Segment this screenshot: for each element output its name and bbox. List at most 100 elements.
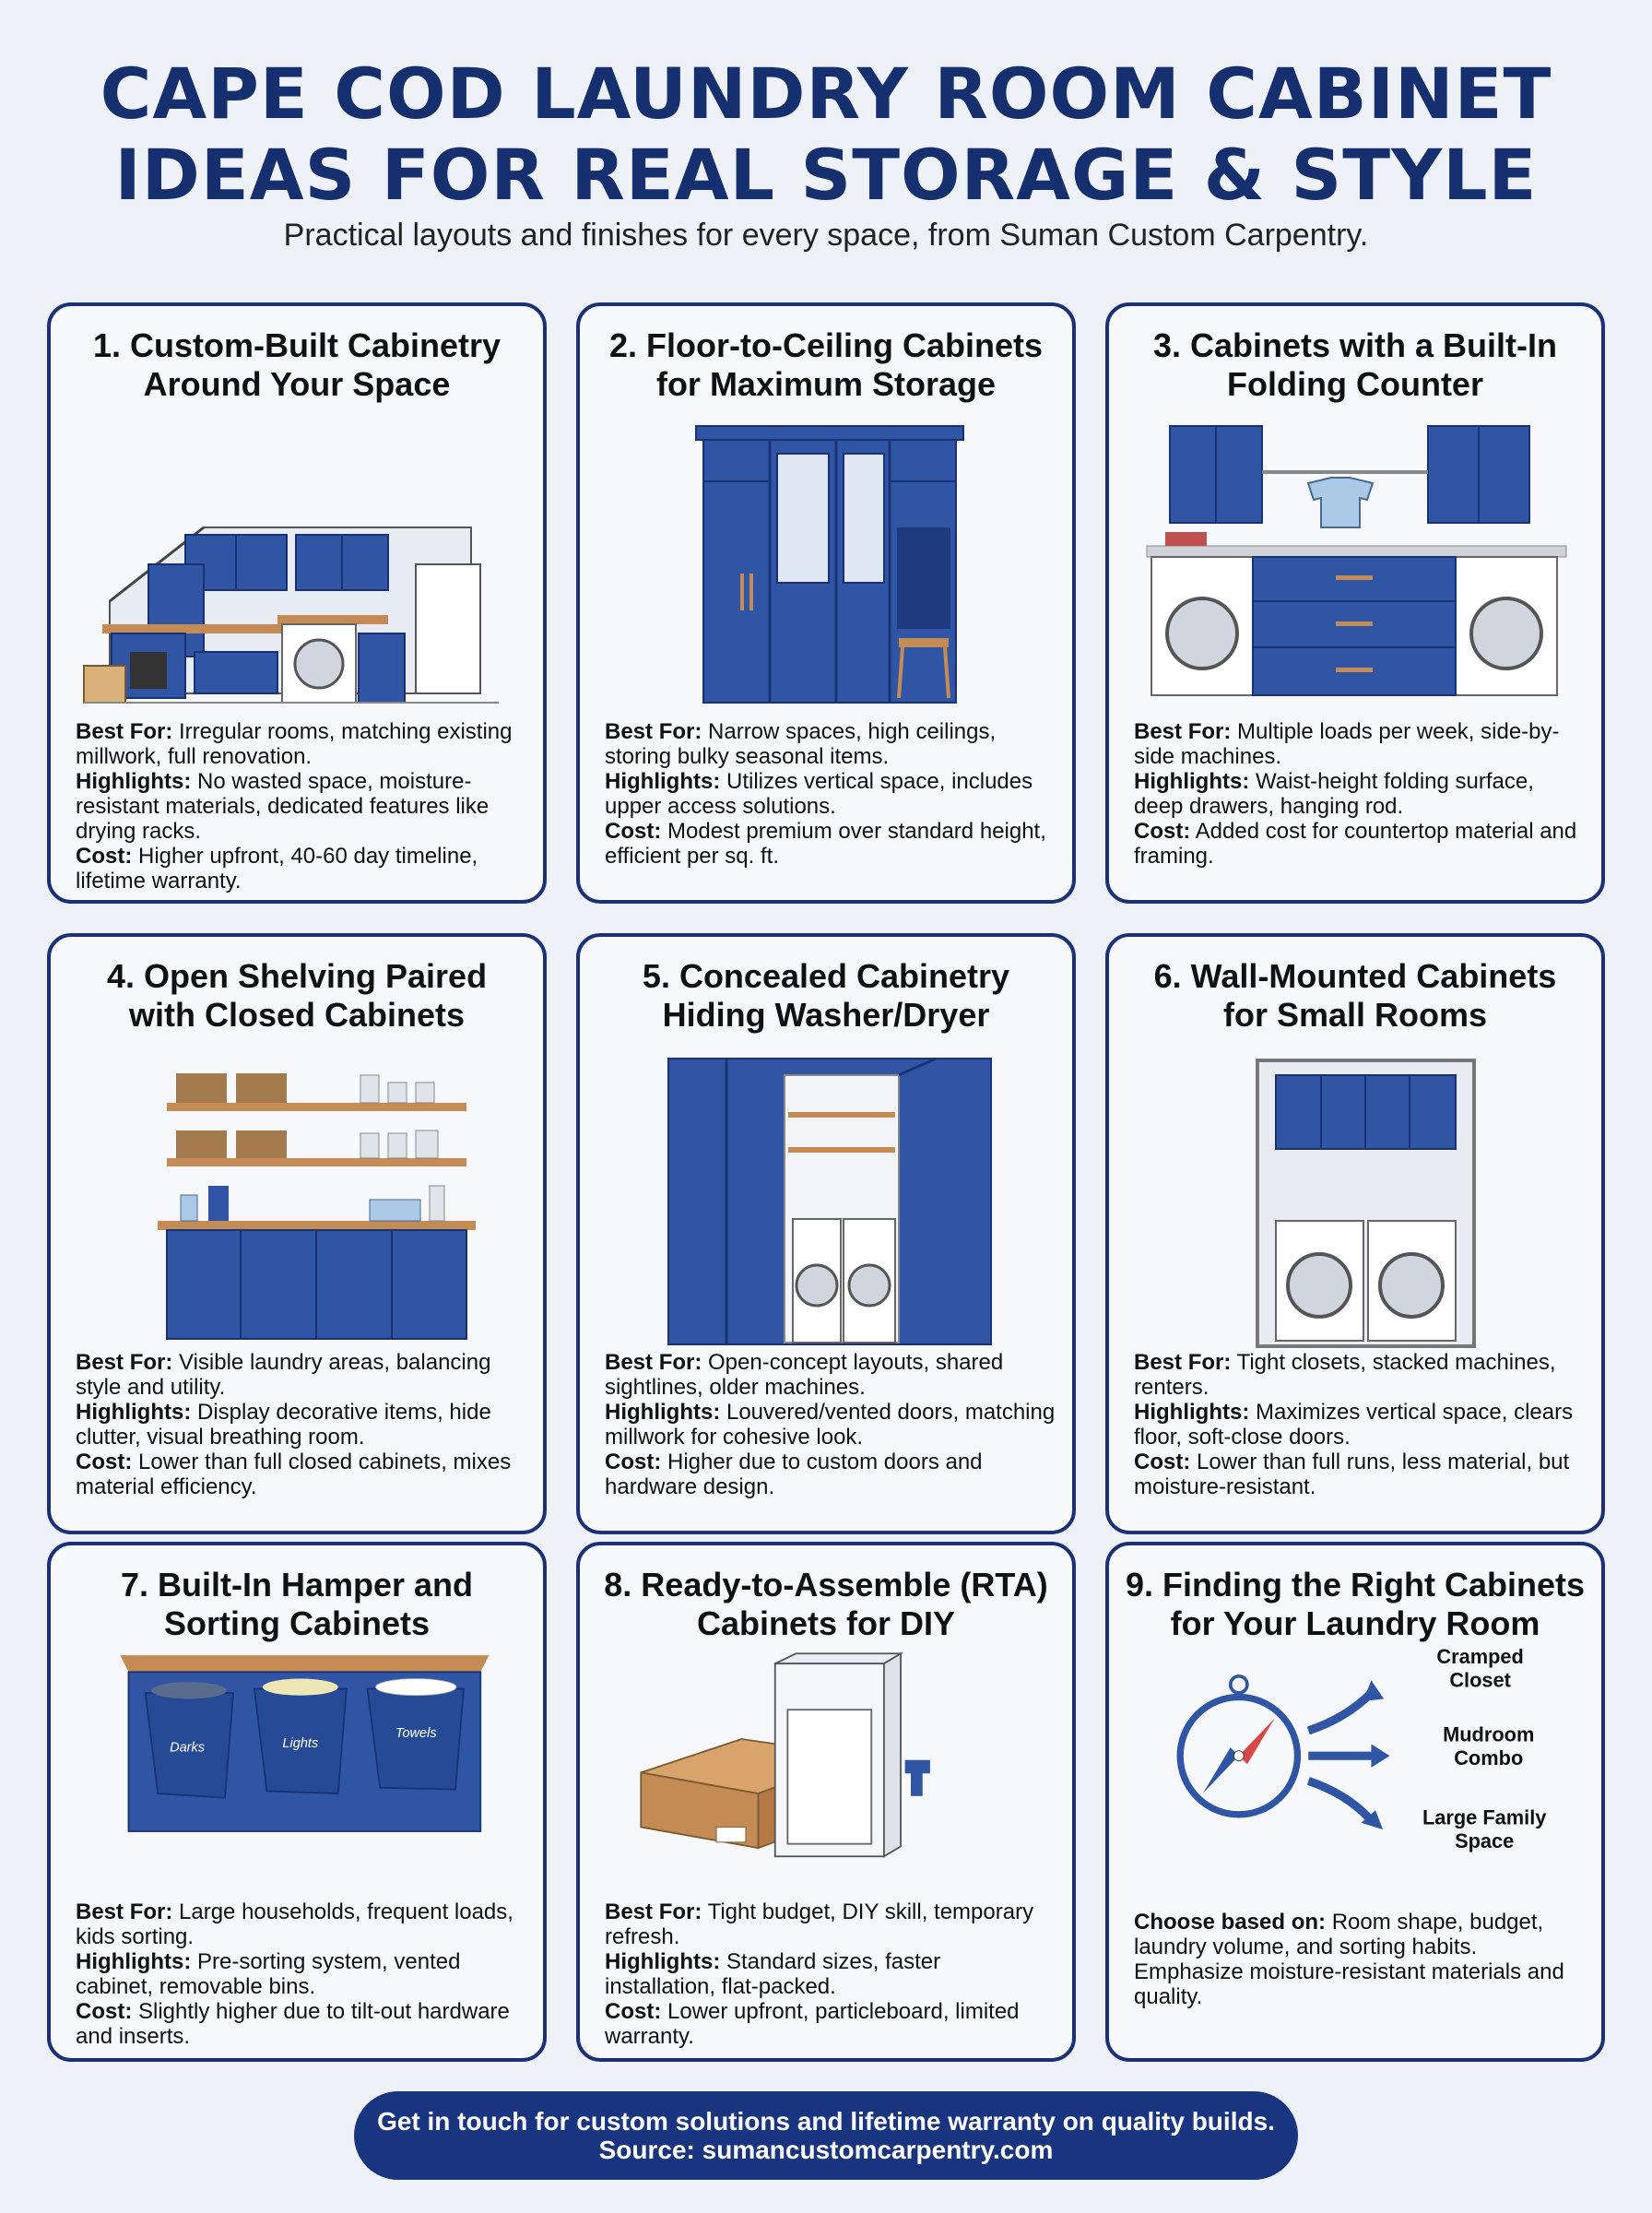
wall-mounted-illustration bbox=[1256, 1059, 1476, 1348]
card-title: 7. Built-In Hamper and Sorting Cabinets bbox=[60, 1566, 534, 1643]
footer-source-link[interactable]: Source: sumancustomcarpentry.com bbox=[598, 2136, 1054, 2164]
option-line-2: Combo bbox=[1454, 1746, 1523, 1769]
card-title-line-2: for Small Rooms bbox=[1222, 996, 1488, 1034]
highlights-text: Louvered/vented doors, matching millwork… bbox=[605, 1400, 1056, 1450]
card-title: 3. Cabinets with a Built-In Folding Coun… bbox=[1118, 326, 1592, 404]
card-hamper-sorting: 7. Built-In Hamper and Sorting Cabinets … bbox=[47, 1542, 547, 2062]
card-description: Best For: Tight budget, DIY skill, tempo… bbox=[605, 1899, 1056, 2049]
card-description: Best For: Tight closets, stacked machine… bbox=[1134, 1350, 1585, 1499]
card-description: Best For: Open-concept layouts, shared s… bbox=[605, 1350, 1056, 1499]
choose-based-on-text: Room shape, budget, laundry volume, and … bbox=[1134, 1910, 1564, 2009]
cost-label: Cost: bbox=[76, 844, 133, 869]
rta-cabinets-illustration bbox=[640, 1651, 930, 1858]
best-for-label: Best For: bbox=[605, 719, 702, 744]
option-mudroom-combo: Mudroom Combo bbox=[1443, 1723, 1534, 1769]
highlights-text: No wasted space, moisture-resistant mate… bbox=[76, 769, 490, 844]
best-for-text: Visible laundry areas, balancing style a… bbox=[76, 1350, 491, 1400]
cost-text: Lower than full closed cabinets, mixes m… bbox=[76, 1450, 512, 1499]
card-title-line-1: 7. Built-In Hamper and bbox=[120, 1566, 474, 1604]
folding-counter-illustration bbox=[1146, 425, 1567, 696]
compass-icon bbox=[1176, 1675, 1302, 1818]
card-title-line-2: for Your Laundry Room bbox=[1170, 1604, 1540, 1642]
best-for-text: Irregular rooms, matching existing millw… bbox=[76, 719, 513, 769]
card-title-line-2: Hiding Washer/Dryer bbox=[662, 996, 990, 1034]
highlights-label: Highlights: bbox=[1134, 769, 1250, 794]
card-title-line-2: with Closed Cabinets bbox=[128, 996, 466, 1034]
card-open-shelving: 4. Open Shelving Paired with Closed Cabi… bbox=[47, 933, 547, 1534]
highlights-label: Highlights: bbox=[1134, 1400, 1250, 1425]
custom-built-cabinetry-illustration bbox=[65, 417, 532, 721]
card-concealed-cabinetry: 5. Concealed Cabinetry Hiding Washer/Dry… bbox=[576, 933, 1076, 1534]
cost-text: Added cost for countertop material and f… bbox=[1134, 819, 1577, 869]
best-for-text: Tight closets, stacked machines, renters… bbox=[1134, 1350, 1556, 1400]
card-title: 1. Custom-Built Cabinetry Around Your Sp… bbox=[60, 326, 534, 404]
best-for-label: Best For: bbox=[76, 1350, 173, 1375]
card-title-line-1: 2. Floor-to-Ceiling Cabinets bbox=[608, 326, 1043, 364]
card-rta-cabinets: 8. Ready-to-Assemble (RTA) Cabinets for … bbox=[576, 1542, 1076, 2062]
page-subtitle: Practical layouts and finishes for every… bbox=[283, 218, 1369, 253]
option-line-1: Mudroom bbox=[1443, 1723, 1534, 1746]
footer-banner[interactable]: Get in touch for custom solutions and li… bbox=[354, 2091, 1298, 2180]
card-title-line-1: 4. Open Shelving Paired bbox=[106, 957, 488, 995]
highlights-label: Highlights: bbox=[605, 1400, 721, 1425]
best-for-text: Multiple loads per week, side-by-side ma… bbox=[1134, 719, 1560, 769]
hamper-bin-lights: Lights bbox=[253, 1687, 348, 1795]
card-folding-counter: 3. Cabinets with a Built-In Folding Coun… bbox=[1105, 302, 1605, 904]
card-title-line-2: Sorting Cabinets bbox=[163, 1604, 431, 1642]
highlights-label: Highlights: bbox=[76, 769, 192, 794]
card-title-line-1: 8. Ready-to-Assemble (RTA) bbox=[604, 1566, 1048, 1604]
best-for-label: Best For: bbox=[605, 1899, 702, 1924]
open-shelving-illustration bbox=[158, 1073, 476, 1340]
compass-decision-illustration: Cramped Closet Mudroom Combo Large Famil… bbox=[1176, 1647, 1546, 1852]
highlights-label: Highlights: bbox=[605, 769, 721, 794]
cost-text: Lower than full runs, less material, but… bbox=[1134, 1450, 1570, 1499]
card-title-line-2: Around Your Space bbox=[143, 365, 451, 403]
card-description: Best For: Large households, frequent loa… bbox=[76, 1899, 526, 2049]
hamper-sorting-illustration: Darks Lights Towels bbox=[120, 1655, 490, 1832]
highlights-text: Utilizes vertical space, includes upper … bbox=[605, 769, 1033, 819]
option-line-1: Cramped bbox=[1436, 1647, 1523, 1668]
card-title: 4. Open Shelving Paired with Closed Cabi… bbox=[60, 957, 534, 1035]
card-title: 6. Wall-Mounted Cabinets for Small Rooms bbox=[1118, 957, 1592, 1035]
card-wall-mounted: 6. Wall-Mounted Cabinets for Small Rooms… bbox=[1105, 933, 1605, 1534]
cost-text: Slightly higher due to tilt-out hardware… bbox=[76, 1999, 510, 2049]
card-title-line-1: 3. Cabinets with a Built-In bbox=[1152, 326, 1558, 364]
best-for-label: Best For: bbox=[76, 719, 173, 744]
card-description: Best For: Visible laundry areas, balanci… bbox=[76, 1350, 526, 1499]
best-for-label: Best For: bbox=[605, 1350, 702, 1375]
cost-text: Modest premium over standard height, eff… bbox=[605, 819, 1046, 869]
cost-label: Cost: bbox=[605, 819, 662, 844]
highlights-text: Pre-sorting system, vented cabinet, remo… bbox=[76, 1949, 461, 1999]
highlights-label: Highlights: bbox=[605, 1949, 721, 1974]
floor-to-ceiling-illustration bbox=[695, 425, 964, 704]
card-title-line-1: 1. Custom-Built Cabinetry bbox=[92, 326, 502, 364]
page-title: CAPE COD LAUNDRY ROOM CABINET IDEAS FOR … bbox=[0, 53, 1652, 216]
card-description: Best For: Irregular rooms, matching exis… bbox=[76, 719, 526, 893]
hamper-bin-towels: Towels bbox=[366, 1687, 466, 1791]
highlights-text: Waist-height folding surface, deep drawe… bbox=[1134, 769, 1534, 819]
cost-label: Cost: bbox=[605, 1999, 662, 2024]
card-title: 2. Floor-to-Ceiling Cabinets for Maximum… bbox=[589, 326, 1063, 404]
cost-text: Higher upfront, 40-60 day timeline, life… bbox=[76, 844, 478, 893]
cost-label: Cost: bbox=[76, 1999, 133, 2024]
option-line-1: Large Family bbox=[1422, 1806, 1546, 1829]
card-title-line-1: 9. Finding the Right Cabinets bbox=[1126, 1566, 1585, 1604]
best-for-text: Large households, frequent loads, kids s… bbox=[76, 1899, 513, 1949]
highlights-text: Display decorative items, hide clutter, … bbox=[76, 1400, 491, 1450]
card-description: Choose based on: Room shape, budget, lau… bbox=[1134, 1910, 1585, 2009]
best-for-label: Best For: bbox=[1134, 719, 1232, 744]
choose-based-on-label: Choose based on: bbox=[1134, 1910, 1327, 1935]
option-large-family-space: Large Family Space bbox=[1422, 1806, 1546, 1852]
highlights-text: Maximizes vertical space, clears floor, … bbox=[1134, 1400, 1574, 1450]
option-line-2: Space bbox=[1455, 1829, 1514, 1852]
card-title-line-2: Cabinets for DIY bbox=[696, 1604, 956, 1642]
cost-label: Cost: bbox=[76, 1450, 133, 1474]
card-floor-to-ceiling: 2. Floor-to-Ceiling Cabinets for Maximum… bbox=[576, 302, 1076, 904]
best-for-text: Open-concept layouts, shared sightlines,… bbox=[605, 1350, 1004, 1400]
card-finding-right-cabinets: 9. Finding the Right Cabinets for Your L… bbox=[1105, 1542, 1605, 2062]
title-line-2: IDEAS FOR REAL STORAGE & STYLE bbox=[114, 134, 1538, 216]
bin-label-darks: Darks bbox=[170, 1741, 205, 1756]
best-for-text: Tight budget, DIY skill, temporary refre… bbox=[605, 1899, 1034, 1949]
bin-label-lights: Lights bbox=[282, 1736, 318, 1751]
card-title-line-2: Folding Counter bbox=[1227, 365, 1483, 403]
